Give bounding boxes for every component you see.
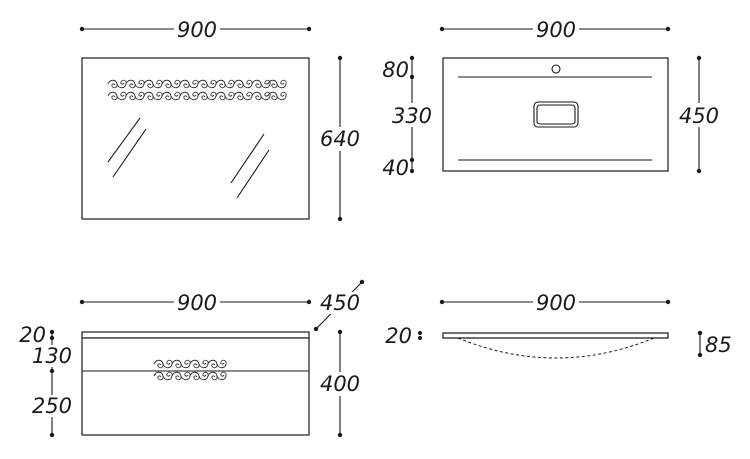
basin-side-thickness-label: 20 [385,324,412,348]
cabinet-height-label: 400 [320,372,360,396]
basin-bowl [533,101,579,128]
dim-endpoint [306,26,312,32]
basin-height-label: 450 [679,104,719,128]
dim-endpoint [79,26,85,32]
cabinet-body [81,337,310,436]
mirror-height-label: 640 [320,127,360,151]
basin-top-view: 900 80 330 40 450 [382,18,721,180]
basin-side-depth-label: 85 [705,333,732,357]
cabinet-top-panel [81,331,310,339]
drawer-upper-label: 130 [32,344,72,368]
mirror-view: 900 640 [79,18,362,222]
basin-middle-label: 330 [392,104,432,128]
basin-outline [442,57,669,172]
basin-bowl-profile [457,337,655,359]
basin-slab [442,332,669,339]
mirror-frame [81,57,310,220]
basin-bottom-offset-label: 40 [382,156,409,180]
basin-width-label: 900 [536,18,576,42]
mirror-width-label: 900 [177,18,217,42]
cabinet-top-panel-label: 20 [19,323,46,347]
drawer-lower-label: 250 [32,394,72,418]
basin-top-offset-label: 80 [382,58,409,82]
mirror-reflection-lines [107,117,270,199]
tap-hole [551,64,561,74]
cabinet-depth-label: 450 [320,291,360,315]
cabinet-front-view: 900 450 20 130 250 400 [19,279,365,438]
basin-side-view: 900 20 85 [385,291,732,359]
cabinet-width-label: 900 [177,291,217,315]
basin-side-width-label: 900 [536,291,576,315]
